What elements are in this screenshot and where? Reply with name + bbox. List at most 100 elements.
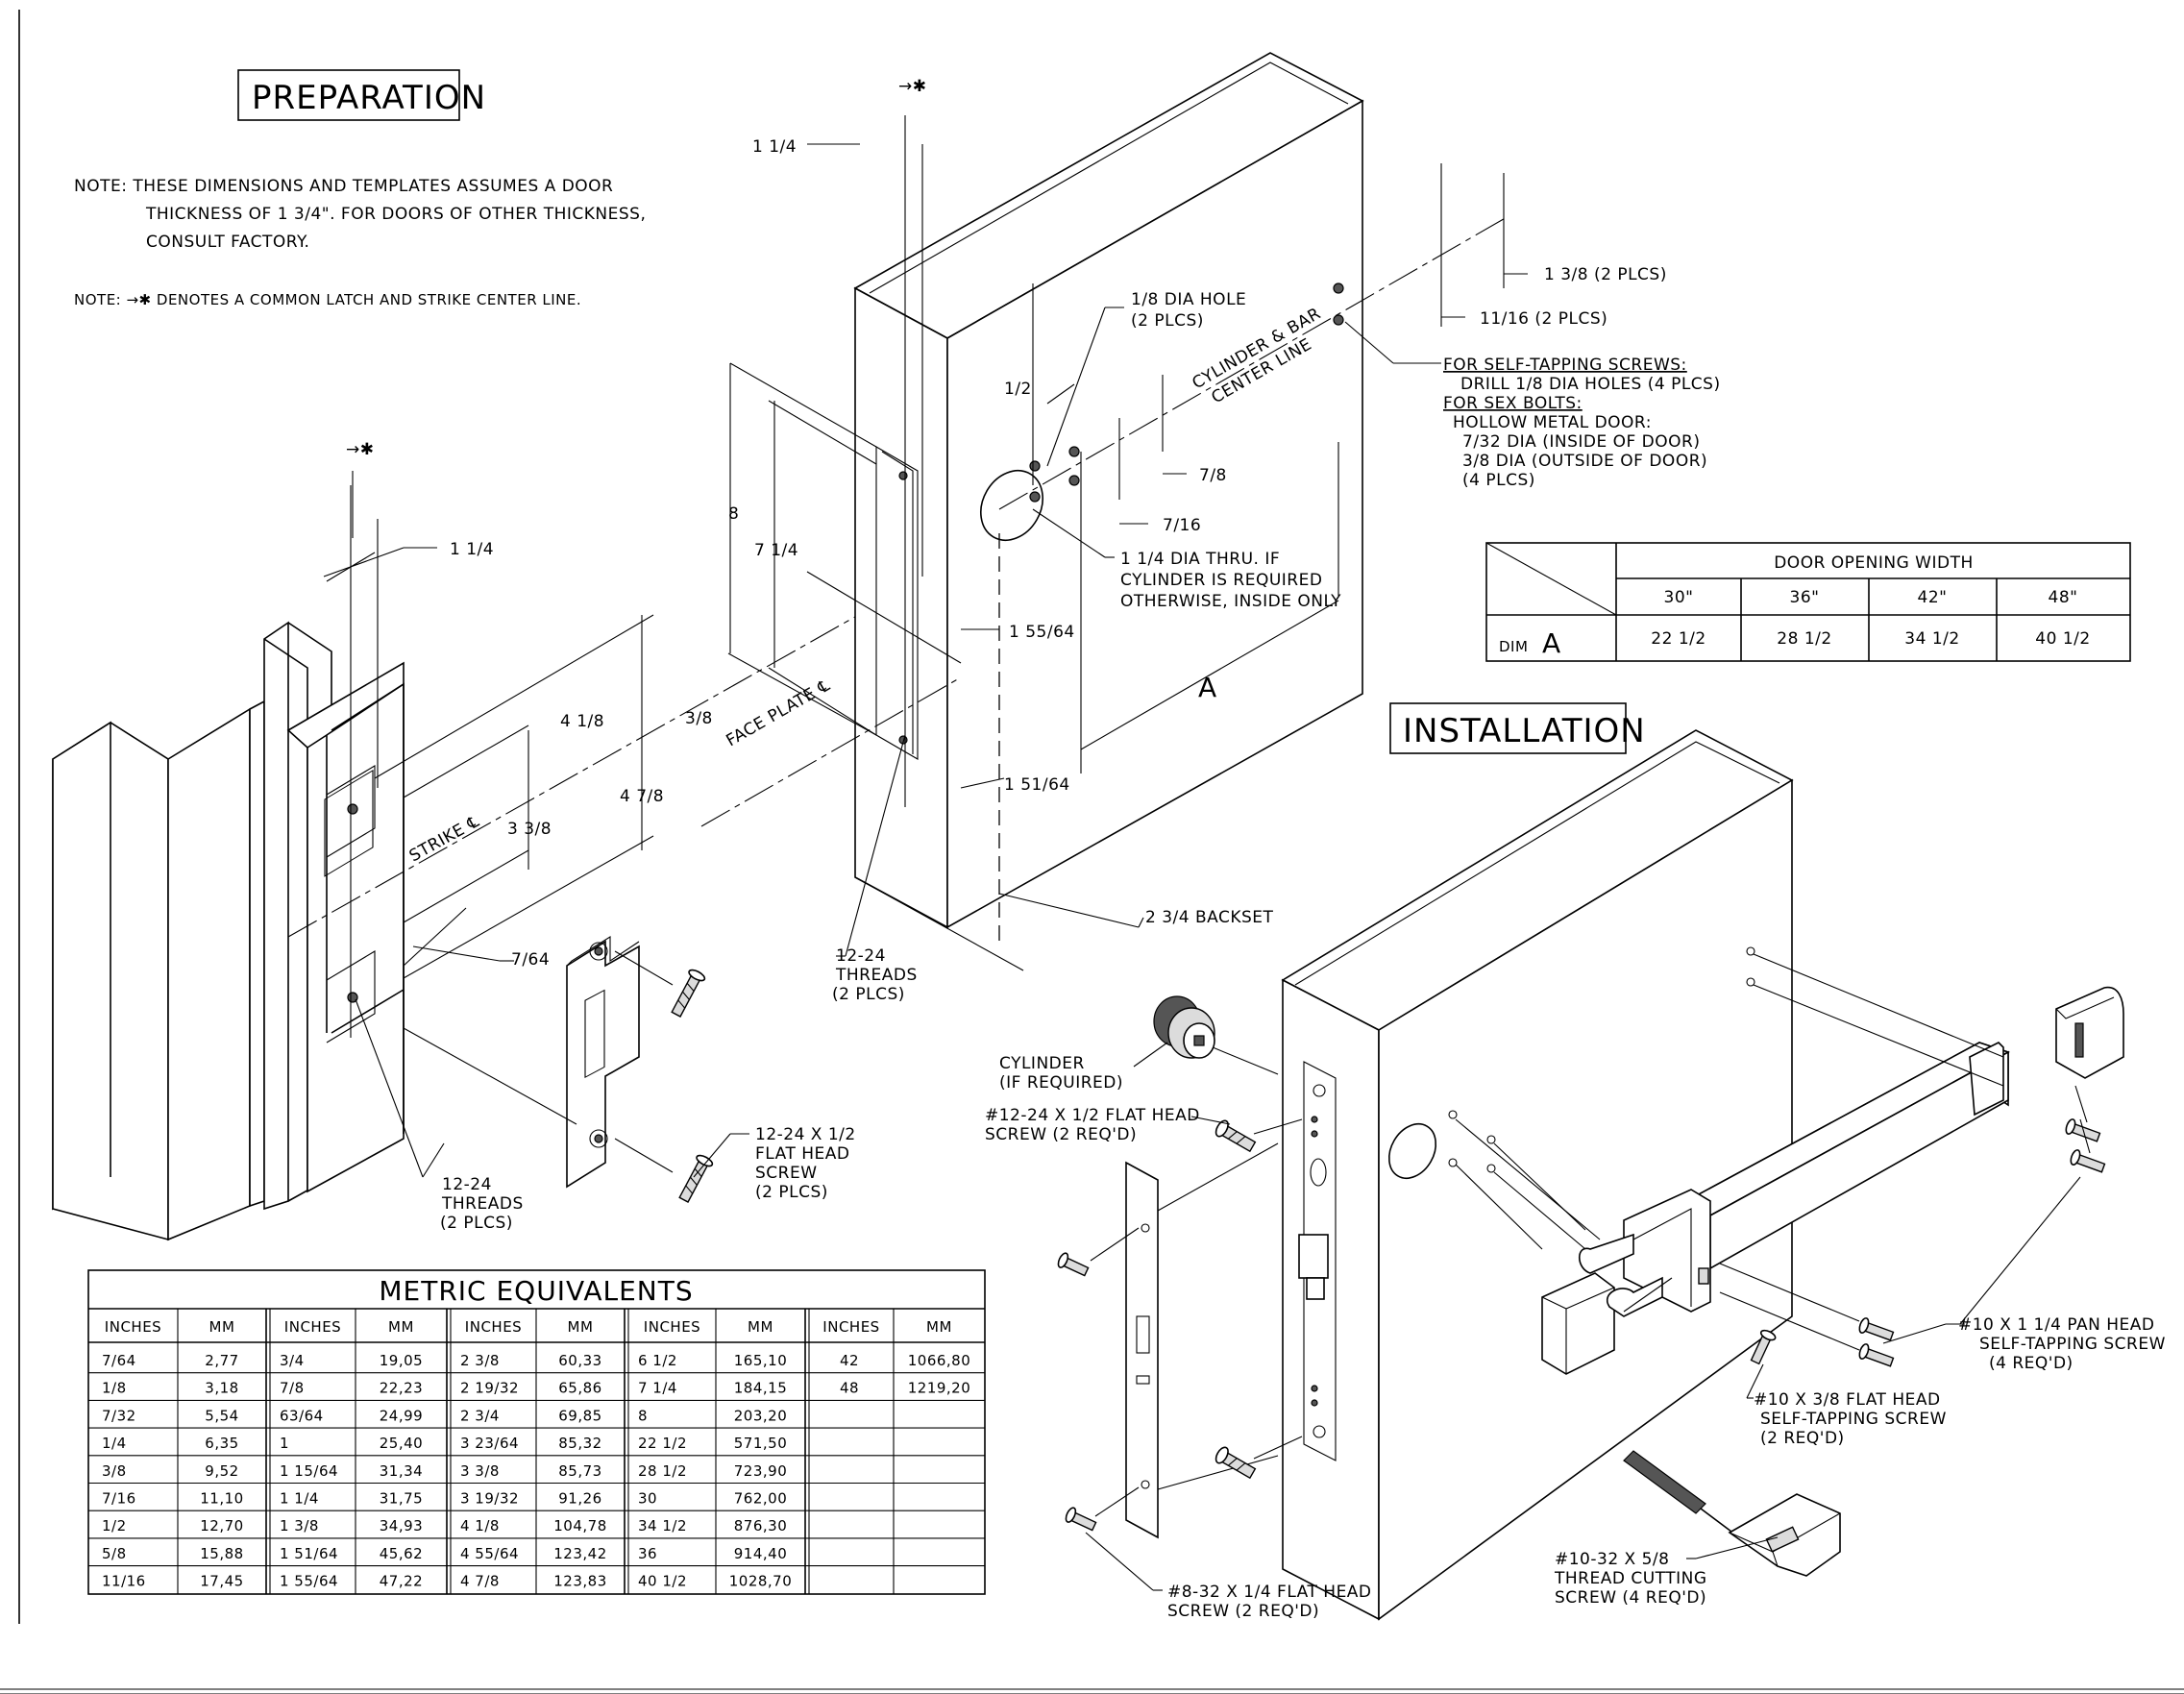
dim-a-30: 22 1/2 xyxy=(1651,629,1705,649)
frame-threads-line-1: 12-24 xyxy=(442,1175,492,1194)
door-centerline-mark: →✱ xyxy=(898,77,927,96)
width-42: 42" xyxy=(1918,588,1948,607)
thread-cutting-label-3: SCREW (4 REQ'D) xyxy=(1555,1588,1706,1608)
pan-head-label-2: SELF-TAPPING SCREW xyxy=(1979,1335,2166,1354)
width-48: 48" xyxy=(2049,588,2078,607)
metric-table-cell: 85,32 xyxy=(558,1435,601,1452)
face-plate-centerline-label: FACE PLATE ℄ xyxy=(724,675,834,750)
metric-table-cell: 65,86 xyxy=(558,1380,601,1397)
installation-labels: CYLINDER (IF REQUIRED) #12-24 X 1/2 FLAT… xyxy=(985,1042,2166,1621)
metric-table-cell: 22,23 xyxy=(380,1380,423,1397)
frame-centerline-mark: →✱ xyxy=(346,440,375,459)
metric-table-cell: 31,75 xyxy=(380,1490,423,1508)
strike-dim-4-7-8: 4 7/8 xyxy=(620,787,664,806)
metric-table-cell: 1028,70 xyxy=(729,1573,793,1590)
metric-header-cell: MM xyxy=(748,1318,773,1336)
metric-table-cell: 31,34 xyxy=(380,1462,423,1480)
width-36: 36" xyxy=(1790,588,1820,607)
dim-row-label: DIM xyxy=(1499,638,1528,655)
thread-cutting-label-2: THREAD CUTTING xyxy=(1554,1569,1707,1588)
metric-table-cell: 3 23/64 xyxy=(460,1435,519,1452)
preparation-heading: PREPARATION xyxy=(237,69,485,121)
metric-table-cell: 91,26 xyxy=(558,1490,601,1508)
metric-table-cell: 11/16 xyxy=(102,1573,146,1590)
metric-table-cell: 4 7/8 xyxy=(460,1573,500,1590)
dim-a-42: 34 1/2 xyxy=(1904,629,1959,649)
door-frame-strike-drawing xyxy=(52,485,885,1241)
metric-table-cell: 571,50 xyxy=(734,1435,788,1452)
metric-header-cell: INCHES xyxy=(105,1318,161,1336)
metric-table-cell: 123,42 xyxy=(553,1545,607,1562)
strike-dim-3-3-8: 3 3/8 xyxy=(507,820,552,839)
metric-table-cell: 2,77 xyxy=(205,1352,238,1369)
strike-screw-line-1: 12-24 X 1/2 xyxy=(755,1125,856,1144)
self-tapping-note-5: 7/32 DIA (INSIDE OF DOOR) xyxy=(1462,432,1700,452)
cylinder-label-1: CYLINDER xyxy=(999,1054,1085,1073)
metric-table-cell: 25,40 xyxy=(380,1435,423,1452)
self-tapping-note-2: DRILL 1/8 DIA HOLES (4 PLCS) xyxy=(1460,375,1721,394)
note-2: NOTE: →✱ DENOTES A COMMON LATCH AND STRI… xyxy=(74,291,581,308)
strike-screw-line-2: FLAT HEAD xyxy=(755,1144,849,1164)
metric-table-cell: 8 xyxy=(638,1407,648,1424)
dim-row-symbol: A xyxy=(1542,627,1561,659)
note-1-line-2: THICKNESS OF 1 3/4". FOR DOORS OF OTHER … xyxy=(145,205,646,224)
note-1-line-3: CONSULT FACTORY. xyxy=(146,233,309,252)
flat-head-10-label-2: SELF-TAPPING SCREW xyxy=(1760,1410,1947,1429)
door-dim-7-8: 7/8 xyxy=(1199,466,1227,485)
metric-table-cell: 5/8 xyxy=(102,1545,127,1562)
metric-table-cell: 165,10 xyxy=(734,1352,788,1369)
installation-drawing xyxy=(1057,729,2124,1621)
door-dim-1-1-4: 1 1/4 xyxy=(752,137,797,157)
metric-table-cell: 123,83 xyxy=(553,1573,607,1590)
metric-table-cell: 30 xyxy=(638,1490,657,1508)
metric-table-cell: 45,62 xyxy=(380,1545,423,1562)
hole-note-line-2: (2 PLCS) xyxy=(1131,311,1204,331)
dim-a-48: 40 1/2 xyxy=(2035,629,2090,649)
frame-dim-1-1-4: 1 1/4 xyxy=(450,540,494,559)
door-threads-line-1: 12-24 xyxy=(836,946,886,966)
metric-table-cell: 15,88 xyxy=(200,1545,243,1562)
self-tapping-note-3: FOR SEX BOLTS: xyxy=(1443,394,1583,413)
door-dim-1-2: 1/2 xyxy=(1004,380,1032,399)
screw-1224-label-1: #12-24 X 1/2 FLAT HEAD xyxy=(985,1106,1200,1125)
door-dim-8: 8 xyxy=(728,504,739,524)
strike-centerline-label: STRIKE ℄ xyxy=(406,812,483,866)
door-dim-A: A xyxy=(1198,672,1217,703)
cylinder-label-2: (IF REQUIRED) xyxy=(999,1073,1123,1093)
door-dim-3-8: 3/8 xyxy=(685,709,713,728)
metric-table-cell: 7/16 xyxy=(102,1490,136,1508)
frame-threads-line-3: (2 PLCS) xyxy=(440,1214,513,1233)
metric-table-cell: 4 55/64 xyxy=(460,1545,519,1562)
metric-table-cell: 3 3/8 xyxy=(460,1462,500,1480)
pan-head-label-1: #10 X 1 1/4 PAN HEAD xyxy=(1958,1315,2154,1335)
hole-note-line-1: 1/8 DIA HOLE xyxy=(1131,290,1246,309)
metric-table-cell: 1066,80 xyxy=(908,1352,971,1369)
thru-note-line-1: 1 1/4 DIA THRU. IF xyxy=(1120,550,1280,569)
metric-table-cell: 7/64 xyxy=(102,1352,136,1369)
note-1-line-1: NOTE: THESE DIMENSIONS AND TEMPLATES ASS… xyxy=(74,177,613,196)
strike-screw-line-4: (2 PLCS) xyxy=(755,1183,828,1202)
metric-table-cell: 24,99 xyxy=(380,1407,423,1424)
pan-head-label-3: (4 REQ'D) xyxy=(1989,1354,2074,1373)
metric-table-cell: 12,70 xyxy=(200,1517,243,1534)
dim-11-16-plcs: 11/16 (2 PLCS) xyxy=(1480,309,1607,329)
strike-dim-7-64: 7/64 xyxy=(511,950,550,970)
metric-table-cell: 876,30 xyxy=(734,1517,788,1534)
metric-header-cell: MM xyxy=(209,1318,235,1336)
installation-title: INSTALLATION xyxy=(1403,712,1646,750)
metric-table-cell: 7 1/4 xyxy=(638,1380,677,1397)
screw-832-label-2: SCREW (2 REQ'D) xyxy=(1167,1602,1319,1621)
metric-table-cell: 3/4 xyxy=(280,1352,305,1369)
metric-header-cell: INCHES xyxy=(284,1318,341,1336)
notes-block: NOTE: THESE DIMENSIONS AND TEMPLATES ASS… xyxy=(74,177,646,308)
metric-table-cell: 7/8 xyxy=(280,1380,305,1397)
thru-note-line-3: OTHERWISE, INSIDE ONLY xyxy=(1120,592,1341,611)
metric-table-cell: 184,15 xyxy=(734,1380,788,1397)
metric-table-cell: 36 xyxy=(638,1545,657,1562)
self-tapping-note-4: HOLLOW METAL DOOR: xyxy=(1453,413,1652,432)
door-opening-width-table: DOOR OPENING WIDTH 30" 36" 42" 48" DIM A… xyxy=(1485,542,2131,662)
metric-table-cell: 1/2 xyxy=(102,1517,127,1534)
flat-head-10-label-3: (2 REQ'D) xyxy=(1760,1429,1845,1448)
metric-table-cell: 1/4 xyxy=(102,1435,127,1452)
